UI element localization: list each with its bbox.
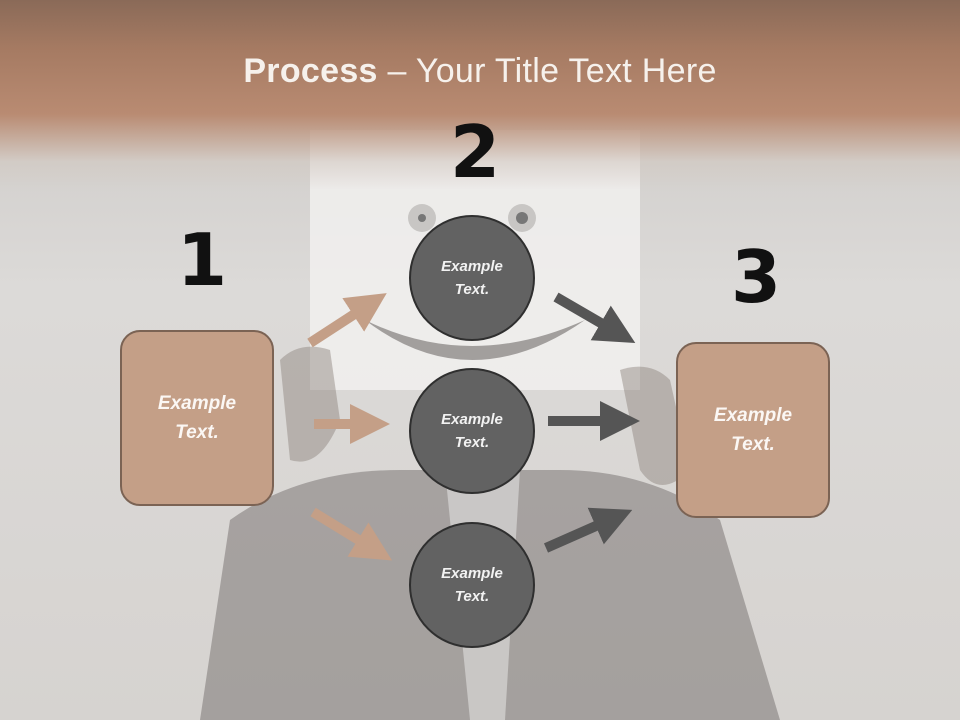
title-bold: Process [243, 52, 378, 90]
arrow-right-bottom [543, 507, 633, 553]
arrow-right-top [553, 292, 636, 344]
circle-middle: Example Text. [409, 368, 535, 494]
left-box-text: Example Text. [157, 393, 237, 443]
left-box: Example Text. [120, 330, 274, 506]
header-band [0, 0, 960, 190]
circle-top-text: Example Text. [441, 258, 503, 298]
right-box-text: Example Text. [713, 405, 793, 455]
circle-middle-text: Example Text. [441, 411, 503, 451]
circle-top: Example Text. [409, 215, 535, 341]
arrow-left-top [307, 293, 387, 348]
step-number-3: 3 [731, 235, 782, 319]
step-number-1: 1 [177, 218, 228, 302]
page-title: Process – Your Title Text Here [0, 52, 960, 91]
right-box: Example Text. [676, 342, 830, 518]
title-rest: – Your Title Text Here [377, 52, 717, 90]
circle-bottom-text: Example Text. [441, 565, 503, 605]
circle-bottom: Example Text. [409, 522, 535, 648]
step-number-2: 2 [450, 110, 501, 194]
arrow-left-bottom [310, 507, 393, 561]
